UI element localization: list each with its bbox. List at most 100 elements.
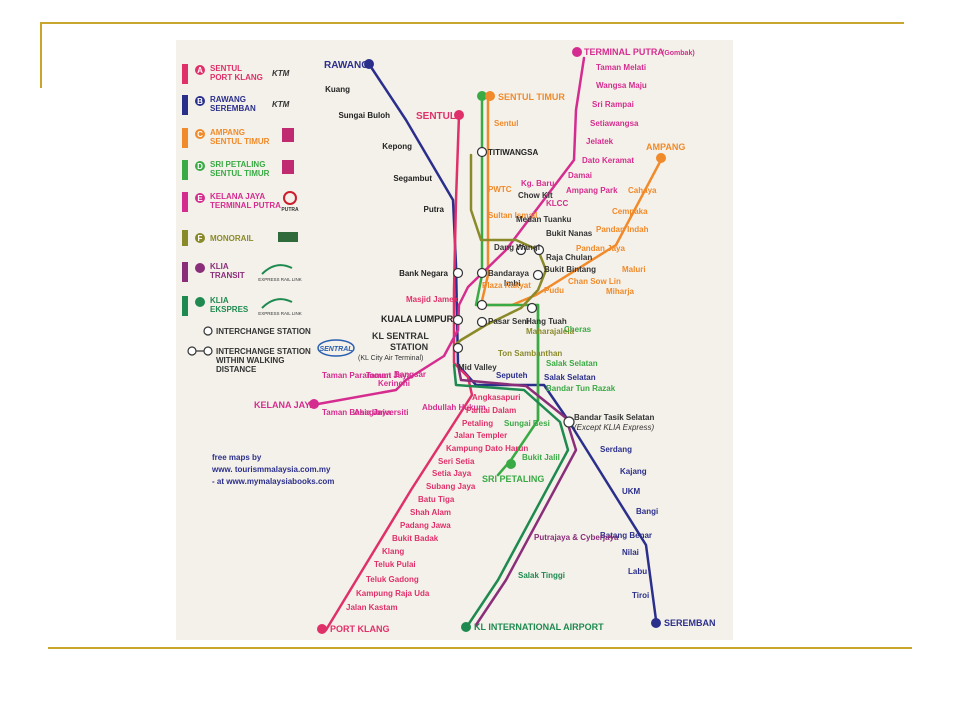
legend-item-f: F MONORAIL (182, 230, 298, 246)
station-taman-paramount: Taman Paramount (322, 371, 392, 380)
interchange-pasar-seni (476, 316, 488, 328)
terminus-sri-petaling: SRI PETALING (482, 474, 544, 484)
terminus-marker-b-rawang (364, 59, 374, 69)
legend-c-line2: SENTUL TIMUR (210, 137, 270, 146)
legend-a-line1: SENTUL (210, 64, 242, 73)
legend-item-a: A SENTUL PORT KLANG KTM (182, 64, 290, 84)
hub-kuala-lumpur: KUALA LUMPUR (381, 314, 454, 324)
legend-e-operator: PUTRA (281, 207, 299, 213)
legend-f-line1: MONORAIL (210, 234, 254, 243)
bottom-rule (48, 647, 912, 649)
station-pantai-dalam: Pantai Dalam (466, 406, 516, 415)
station-medan-tuanku: Medan Tuanku (516, 215, 572, 224)
station-bandar-tasik-selatan: Bandar Tasik Selatan (574, 413, 654, 422)
station-taman-melati: Taman Melati (596, 63, 646, 72)
station-tun-sambanthan: Ton Sambanthan (498, 349, 562, 358)
station-maharajalela: Maharajalela (526, 327, 575, 336)
station-setia-jaya: Setia Jaya (432, 469, 472, 478)
station-bank-negara: Bank Negara (399, 269, 448, 278)
station-salak-selatan-green: Salak Selatan (546, 359, 598, 368)
credits-line2: www. tourismmalaysia.com.my (211, 465, 331, 474)
interchange-hang-tuah (526, 302, 538, 314)
terminus-marker-klia (461, 622, 471, 632)
station-jalan-kastam: Jalan Kastam (346, 603, 398, 612)
terminus-rawang: RAWANG (324, 60, 369, 71)
terminus-port-klang: PORT KLANG (330, 624, 390, 634)
legend-item-b: B RAWANG SEREMBAN KTM (182, 95, 290, 115)
station-kampung-raja-uda: Kampung Raja Uda (356, 589, 430, 598)
legend-e-line1: KELANA JAYA (210, 192, 265, 201)
station-subang-jaya: Subang Jaya (426, 482, 476, 491)
legend-b-line1: RAWANG (210, 95, 246, 104)
station-sultan-ismail: Sultan Ismail (488, 211, 537, 220)
station-maluri: Maluri (622, 265, 646, 274)
legend-klia-ekspres-line2: EKSPRES (210, 305, 249, 314)
station-pwtc: PWTC (488, 185, 512, 194)
legend-a-line2: PORT KLANG (210, 73, 263, 82)
station-ukm: UKM (622, 487, 641, 496)
station-bukit-bintang: Bukit Bintang (544, 265, 596, 274)
terminus-klia: KL INTERNATIONAL AIRPORT (474, 622, 604, 632)
station-sungai-besi: Sungai Besi (504, 419, 550, 428)
legend-d-line1: SRI PETALING (210, 160, 265, 169)
station-taman-bahagia: Taman Bahagia (322, 408, 381, 417)
terminus-marker-d-sentul-timur (477, 91, 487, 101)
station-imbi: Imbi (504, 279, 520, 288)
terminus-marker-a-sentul (454, 110, 464, 120)
legend-c-line1: AMPANG (210, 128, 245, 137)
interchange-dang-wangi (515, 244, 527, 256)
interchange-bandaraya (476, 267, 488, 279)
svg-text:B: B (197, 97, 203, 106)
station-dang-wangi: Dang Wangi (494, 243, 540, 252)
credits-line3: - at www.mymalaysiabooks.com (212, 477, 334, 486)
legend-klia-transit-operator: EXPRESS RAIL LINK (258, 277, 302, 282)
line-klia-ekspres (452, 363, 570, 627)
legend-item-c: C AMPANG SENTUL TIMUR (182, 128, 294, 148)
station-jalan-templer: Jalan Templer (454, 431, 507, 440)
station-bangi: Bangi (636, 507, 658, 516)
station-pandan-indah: Pandan Indah (596, 225, 649, 234)
station-seri-setia: Seri Setia (438, 457, 475, 466)
legend-item-klia-ekspres: KLIA EKSPRES EXPRESS RAIL LINK (182, 296, 302, 316)
terminus-seremban: SEREMBAN (664, 618, 716, 628)
hub-titiwangsa: TITIWANGSA (488, 148, 538, 157)
credits-line1: free maps by (212, 453, 262, 462)
terminus-marker-e-terminal-putra (572, 47, 582, 57)
rail-map-svg: A SENTUL PORT KLANG KTM B RAWANG SEREMBA… (176, 40, 733, 640)
station-angkasapuri: Angkasapuri (472, 393, 520, 402)
station-putrajaya-cyberjaya: Putrajaya & Cyberjaya (534, 533, 619, 542)
station-hang-tuah: Hang Tuah (526, 317, 567, 326)
interchange-kl-sentral (452, 342, 464, 354)
station-seputeh: Seputeh (496, 371, 528, 380)
station-batang-benar: Batang Benar (600, 531, 652, 540)
legend-item-d: D SRI PETALING SENTUL TIMUR (182, 160, 294, 180)
legend-klia-ekspres-line1: KLIA (210, 296, 229, 305)
line-sentul-port-klang (324, 113, 474, 632)
top-rule (40, 22, 904, 24)
left-rule (40, 22, 42, 88)
legend-b-operator: KTM (272, 100, 290, 109)
station-klcc: KLCC (546, 199, 568, 208)
station-masjid-jamek: Masjid Jamek (406, 295, 459, 304)
station-bandar-tun-razak: Bandar Tun Razak (546, 384, 616, 393)
station-bandaraya: Bandaraya (488, 269, 529, 278)
station-universiti: Universiti (372, 408, 408, 417)
svg-text:C: C (197, 130, 203, 139)
station-labu: Labu (628, 567, 647, 576)
terminus-marker-e-kelana-jaya (309, 399, 319, 409)
station-salak-tinggi: Salak Tinggi (518, 571, 565, 580)
station-bukit-badak: Bukit Badak (392, 534, 439, 543)
station-setiawangsa: Setiawangsa (590, 119, 639, 128)
terminus-marker-b-seremban (651, 618, 661, 628)
interchange-kuala-lumpur (452, 314, 464, 326)
svg-text:E: E (197, 194, 203, 203)
station-sungai-buloh: Sungai Buloh (338, 111, 390, 120)
station-cempaka: Cempaka (612, 207, 648, 216)
terminus-terminal-putra: TERMINAL PUTRA (584, 47, 664, 57)
station-kepong: Kepong (382, 142, 412, 151)
terminus-marker-c-ampang (656, 153, 666, 163)
interchange-bank-negara (452, 267, 464, 279)
hub-kl-sentral-2: STATION (390, 342, 428, 352)
terminus-marker-a-port-klang (317, 624, 327, 634)
station-dato-keramat: Dato Keramat (582, 156, 634, 165)
